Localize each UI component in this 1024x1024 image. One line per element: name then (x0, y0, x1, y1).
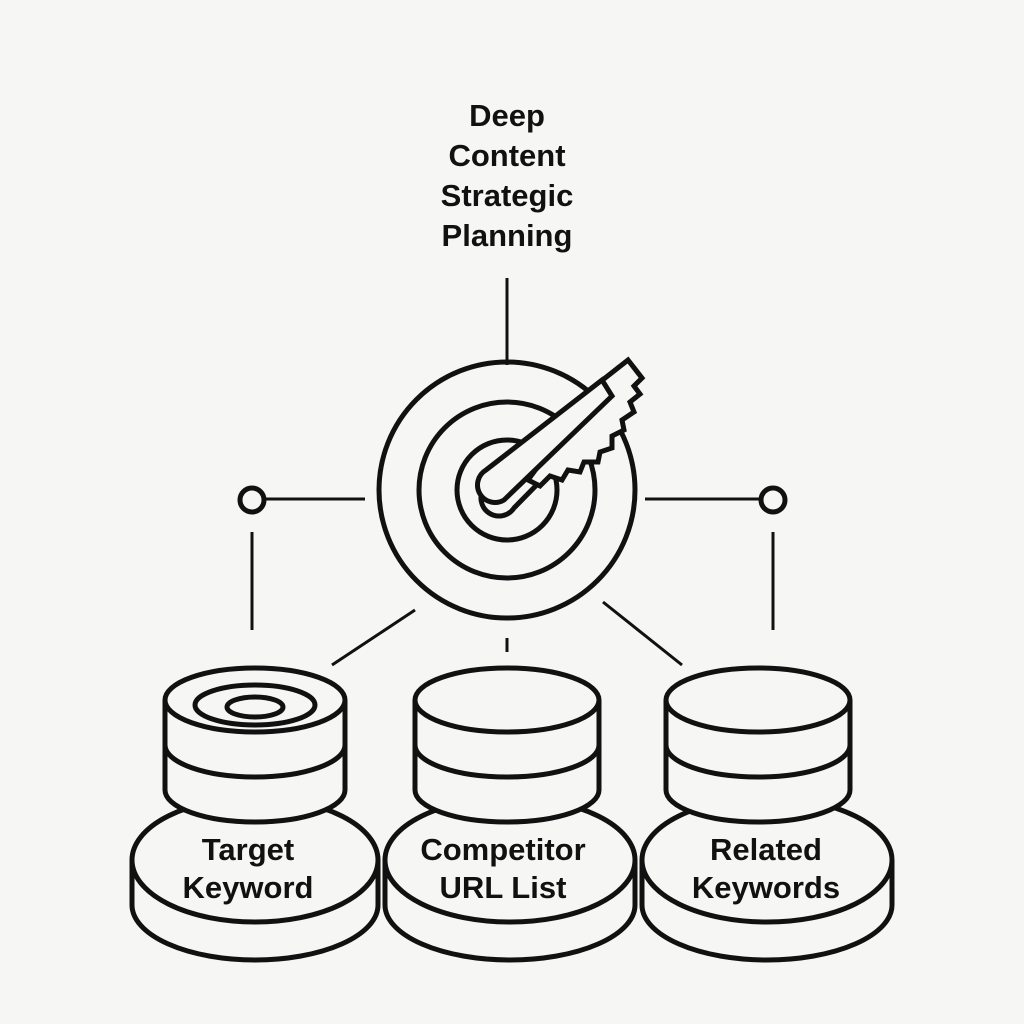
node-label: Related (710, 832, 822, 867)
node-label: Target (202, 832, 294, 867)
title-line: Deep (469, 98, 545, 133)
node-label: Keyword (183, 870, 314, 905)
title-line: Strategic (441, 178, 574, 213)
connectors (237, 278, 788, 667)
title-line: Planning (442, 218, 573, 253)
target-with-key-icon (376, 356, 646, 621)
node-label: Competitor (420, 832, 585, 867)
diagram-title: Deep Content Strategic Planning (441, 98, 574, 253)
node-dot-icon (758, 485, 788, 515)
connector-line (331, 608, 416, 667)
node-label: URL List (440, 870, 567, 905)
connector-line (602, 600, 683, 667)
database-node-related-keywords: Related Keywords (639, 665, 895, 963)
node-dot-icon (237, 485, 267, 515)
node-label: Keywords (692, 870, 840, 905)
database-node-target-keyword: Target Keyword (129, 665, 381, 963)
database-node-competitor-url-list: Competitor URL List (382, 665, 638, 963)
title-line: Content (448, 138, 565, 173)
